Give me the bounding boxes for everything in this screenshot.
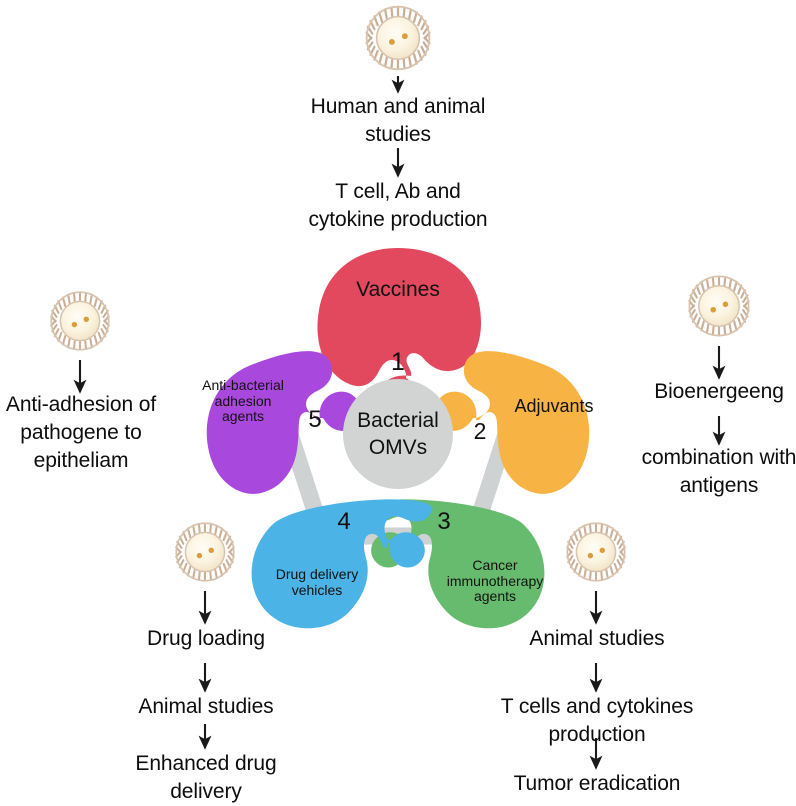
flow-text-bottom-right-3: Tumor eradication	[513, 772, 681, 795]
flow-text-top-2: T cell, Ab and cytokine production	[308, 180, 488, 231]
omv-vesicle-icon-left	[50, 291, 110, 351]
flow-text-right-1: Bioenergeeng	[654, 380, 784, 403]
puzzle-piece-anti-bacterial-adhesion-agents[interactable]	[206, 351, 362, 494]
flow-text-bottom-right-2: T cells and cytokines production	[500, 695, 694, 746]
flow-text-right-2: combination with antigens	[641, 446, 796, 497]
flow-text-bottom-left-3: Enhanced drug delivery	[135, 752, 277, 803]
omv-vesicle-icon-bottom-right	[566, 522, 626, 582]
omv-vesicle-icon-bottom-left	[175, 522, 235, 582]
puzzle-piece-vaccines[interactable]	[317, 248, 482, 417]
puzzle-piece-cancer-immunotherapy-agents[interactable]	[363, 499, 545, 629]
flow-arrows	[73, 76, 726, 770]
flow-text-bottom-right-1: Animal studies	[529, 627, 665, 650]
flow-text-bottom-left-2: Animal studies	[138, 695, 274, 718]
flow-text-top-1: Human and animal studies	[310, 95, 486, 146]
omv-vesicle-icon-top	[365, 5, 431, 71]
omv-vesicle-icon-right	[688, 275, 750, 337]
center-node-bacterial-omvs	[343, 379, 453, 489]
flow-text-bottom-left-1: Drug loading	[147, 627, 265, 650]
flow-text-left-1: Anti-adhesion of pathogene to epitheliam	[5, 393, 157, 472]
puzzle-piece-drug-delivery-vehicles[interactable]	[251, 499, 433, 629]
puzzle-piece-adjuvants[interactable]	[434, 351, 590, 494]
